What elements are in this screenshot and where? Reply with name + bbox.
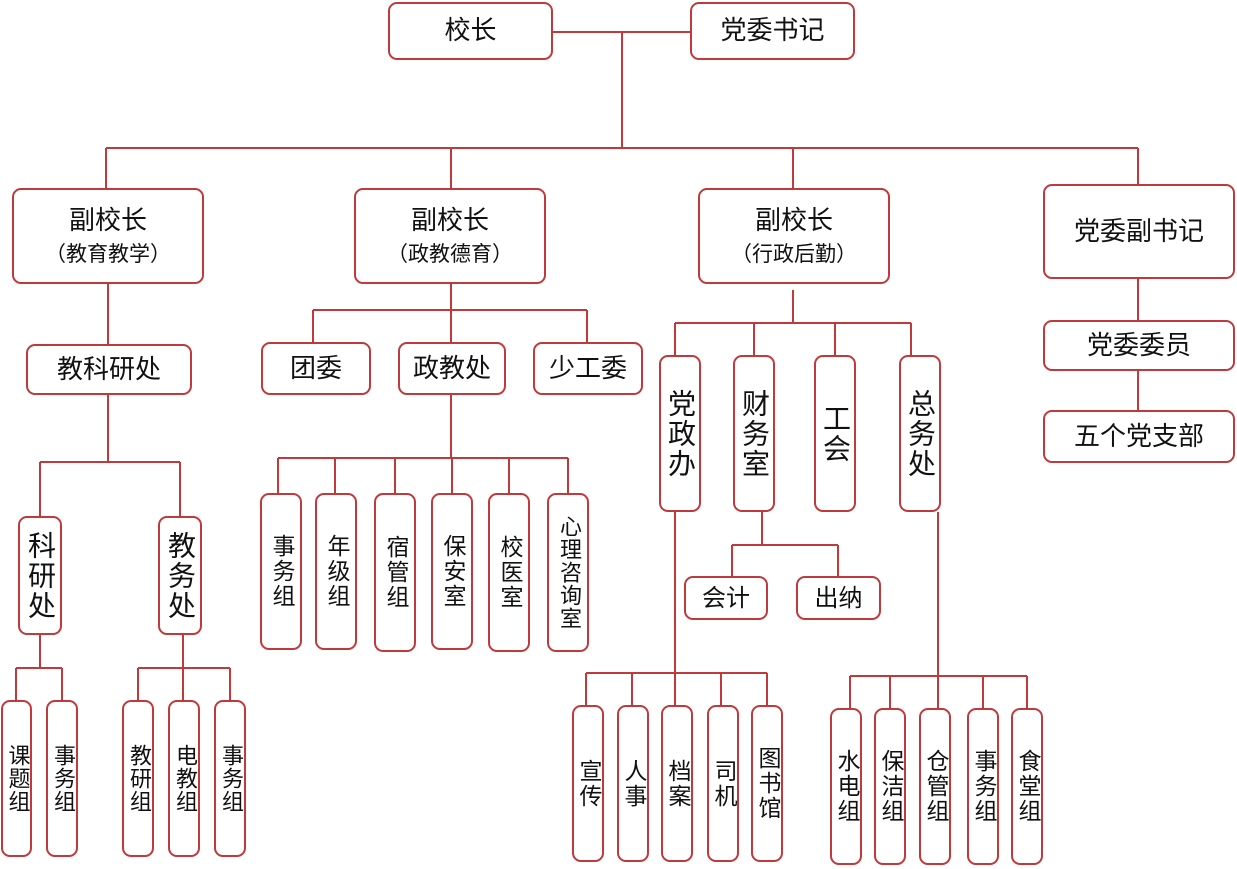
teaching-research-office-label: 教科研处 [56, 354, 161, 385]
teaching-research-office: 教科研处 [26, 344, 192, 395]
general-group-canteen-label: 食堂组 [1014, 749, 1040, 824]
young-pioneers-box: 少工委 [533, 342, 643, 395]
accounting-box: 会计 [684, 576, 768, 620]
academic-affairs-office: 教务处 [158, 516, 202, 635]
general-group-utilities-label: 水电组 [833, 749, 859, 824]
general-group-cleaning: 保洁组 [874, 708, 906, 865]
general-group-canteen: 食堂组 [1011, 708, 1043, 865]
general-group-warehouse: 仓管组 [919, 708, 951, 865]
party-members-label: 党委委员 [1086, 330, 1191, 361]
political-edu-office-box: 政教处 [398, 342, 506, 395]
youth-league-box: 团委 [261, 342, 371, 395]
office-group-drivers-label: 司机 [710, 758, 736, 809]
moral-group-counseling: 心理咨询室 [547, 493, 589, 652]
moral-group-security-label: 保安室 [439, 534, 465, 609]
edu-group-teaching: 教研组 [122, 700, 154, 857]
moral-group-counseling-label: 心理咨询室 [556, 515, 581, 630]
labor-union-label: 工会 [819, 403, 852, 464]
party-secretary-label: 党委书记 [720, 16, 825, 46]
moral-group-affairs: 事务组 [260, 493, 302, 650]
party-members-box: 党委委员 [1043, 320, 1235, 371]
vp-teaching-sub: （教育教学） [45, 242, 171, 266]
academic-affairs-office-label: 教务处 [164, 530, 197, 621]
vp-teaching-box: 副校长 （教育教学） [12, 188, 204, 284]
sci-group-topic: 课题组 [1, 700, 32, 857]
principal-label: 校长 [444, 16, 497, 46]
party-branches-label: 五个党支部 [1073, 421, 1204, 452]
research-office-label: 科研处 [24, 530, 57, 621]
moral-group-dorm-label: 宿管组 [382, 535, 408, 610]
labor-union: 工会 [814, 355, 856, 512]
general-affairs-office: 总务处 [899, 355, 941, 512]
young-pioneers-label: 少工委 [548, 353, 627, 384]
youth-league-label: 团委 [289, 353, 342, 384]
moral-group-affairs-label: 事务组 [268, 534, 294, 609]
general-group-utilities: 水电组 [830, 708, 862, 865]
cashier-box: 出纳 [796, 576, 881, 620]
principal-box: 校长 [388, 2, 553, 60]
edu-group-av: 电教组 [168, 700, 200, 857]
general-affairs-office-label: 总务处 [904, 388, 937, 479]
cashier-label: 出纳 [814, 584, 863, 612]
general-group-cleaning-label: 保洁组 [877, 749, 903, 824]
political-edu-office-label: 政教处 [412, 353, 491, 384]
moral-group-grade-label: 年级组 [323, 534, 349, 609]
office-group-hr: 人事 [617, 705, 649, 862]
finance-office: 财务室 [733, 355, 775, 512]
party-branches-box: 五个党支部 [1043, 410, 1235, 463]
office-group-publicity: 宣传 [572, 705, 604, 862]
moral-group-dorm: 宿管组 [374, 493, 416, 652]
vp-moral-box: 副校长 （政教德育） [354, 188, 546, 284]
research-office: 科研处 [18, 516, 62, 635]
moral-group-security: 保安室 [431, 493, 473, 650]
edu-group-affairs: 事务组 [214, 700, 246, 857]
party-deputy-title: 党委副书记 [1073, 216, 1204, 247]
office-group-hr-label: 人事 [620, 758, 646, 809]
sci-group-affairs-label: 事务组 [50, 744, 75, 813]
general-group-warehouse-label: 仓管组 [922, 749, 948, 824]
office-group-archives-label: 档案 [664, 758, 690, 809]
sci-group-affairs: 事务组 [46, 700, 78, 857]
office-group-library: 图书馆 [751, 705, 783, 862]
office-group-library-label: 图书馆 [754, 746, 780, 821]
office-group-archives: 档案 [661, 705, 693, 862]
vp-moral-title: 副校长 [410, 206, 489, 236]
general-group-affairs: 事务组 [967, 708, 999, 865]
finance-office-label: 财务室 [738, 388, 771, 479]
edu-group-teaching-label: 教研组 [126, 744, 151, 813]
edu-group-affairs-label: 事务组 [218, 744, 243, 813]
party-admin-office: 党政办 [659, 355, 701, 512]
office-group-drivers: 司机 [707, 705, 739, 862]
vp-admin-box: 副校长 （行政后勤） [698, 188, 890, 284]
moral-group-clinic-label: 校医室 [496, 535, 522, 610]
party-deputy-box: 党委副书记 [1043, 184, 1235, 279]
moral-group-grade: 年级组 [315, 493, 357, 650]
general-group-affairs-label: 事务组 [970, 749, 996, 824]
vp-teaching-title: 副校长 [68, 206, 147, 236]
sci-group-topic-label: 课题组 [4, 744, 30, 813]
vp-admin-sub: （行政后勤） [731, 242, 857, 266]
edu-group-av-label: 电教组 [172, 744, 197, 813]
vp-admin-title: 副校长 [754, 206, 833, 236]
moral-group-clinic: 校医室 [488, 493, 530, 652]
accounting-label: 会计 [702, 584, 750, 612]
party-secretary-box: 党委书记 [690, 2, 855, 60]
office-group-publicity-label: 宣传 [575, 758, 601, 809]
vp-moral-sub: （政教德育） [387, 242, 513, 266]
party-admin-office-label: 党政办 [664, 388, 697, 479]
